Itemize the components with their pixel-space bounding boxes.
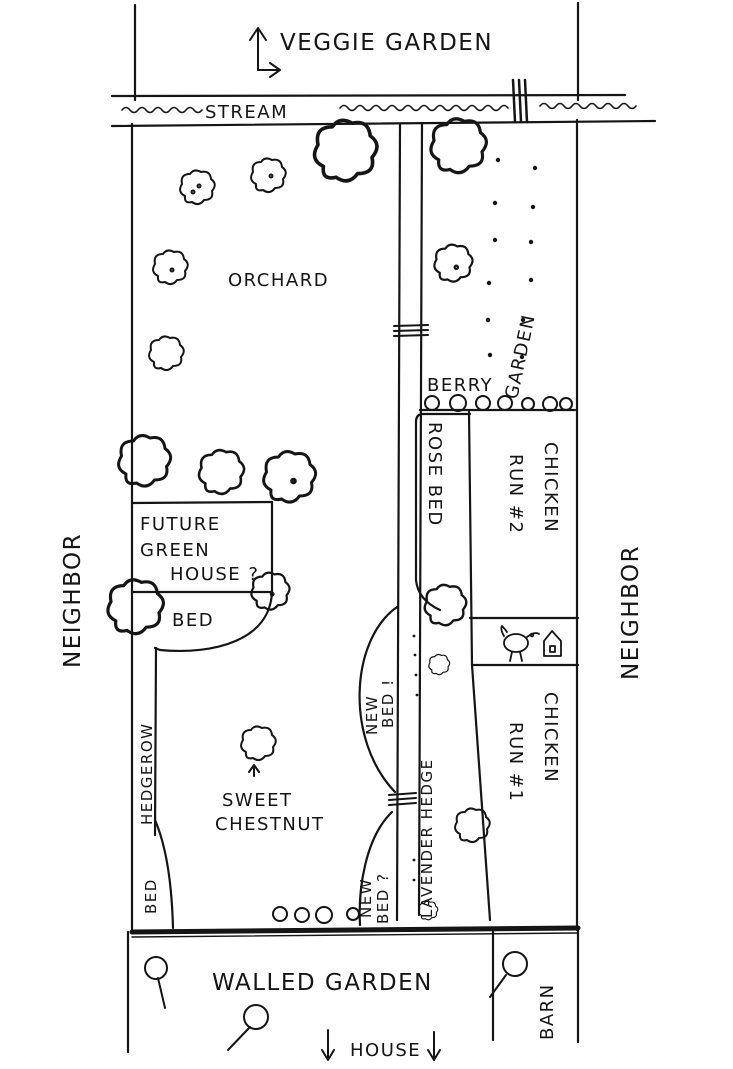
stream-wave xyxy=(339,104,509,112)
new-bed-upper-outline xyxy=(358,605,399,794)
house-label: HOUSE xyxy=(350,1040,421,1061)
walled-garden-label: WALLED GARDEN xyxy=(212,970,433,996)
bridge-plank xyxy=(523,78,529,124)
greenhouse-top xyxy=(130,500,274,505)
coop-scene xyxy=(500,625,562,662)
arrow-icon xyxy=(427,1031,441,1061)
tree-icon xyxy=(433,243,474,283)
tree-icon xyxy=(227,1004,269,1051)
chicken-run-2-label-line2: RUN #2 xyxy=(505,454,526,534)
shrub-icon xyxy=(346,907,360,921)
tree-icon xyxy=(429,117,488,175)
tree-icon xyxy=(240,725,277,762)
tree-icon xyxy=(106,578,165,636)
tree-icon xyxy=(152,249,189,286)
tree-icon xyxy=(423,583,468,627)
stream-lower-bank xyxy=(110,119,657,128)
lower-bed-curve xyxy=(153,818,175,930)
labels: VEGGIE GARDEN STREAM ORCHARD BERRY GARDE… xyxy=(60,30,644,1061)
future-greenhouse-label-line1: FUTURE xyxy=(140,514,221,535)
bridge-plank xyxy=(511,78,517,124)
orchard-label: ORCHARD xyxy=(228,270,329,291)
walled-garden-north-wall-inner xyxy=(131,932,579,938)
stream-wave xyxy=(539,102,637,110)
gate-icon xyxy=(393,324,429,337)
upper-bed-label: BED xyxy=(172,610,214,631)
stream-waves xyxy=(121,102,637,114)
arrow-icon xyxy=(249,27,281,78)
chicken-run-2-label-line1: CHICKEN xyxy=(540,442,561,533)
tree-icon xyxy=(262,450,318,504)
tree-icon xyxy=(312,118,379,183)
tree-icon xyxy=(179,169,216,206)
shrub-icon xyxy=(315,906,333,924)
berry-label: BERRY xyxy=(427,375,493,396)
shrub-icon xyxy=(559,397,573,411)
chicken-run-1-label-line2: RUN #1 xyxy=(505,722,526,802)
new-bed-upper-label-line2: BED ! xyxy=(379,678,397,728)
shrub-icon xyxy=(449,394,467,412)
arrows xyxy=(248,27,441,1061)
new-bed-lower-label-line2: BED ? xyxy=(374,872,392,924)
tree-icon xyxy=(117,434,173,488)
path-right-edge xyxy=(417,122,424,917)
lower-bed-label: BED xyxy=(142,878,160,914)
stream-upper-bank xyxy=(110,93,627,98)
planting-dots xyxy=(412,157,538,882)
tree-icon xyxy=(148,335,185,372)
veggie-garden-label: VEGGIE GARDEN xyxy=(280,30,493,56)
gate-icon xyxy=(388,792,417,806)
future-greenhouse-label-line2: GREEN xyxy=(140,540,210,561)
tree-icon xyxy=(197,448,246,496)
barn-label: BARN xyxy=(537,983,558,1040)
shrub-icon xyxy=(475,395,491,411)
new-bed-lower-label-line1: NEW xyxy=(357,878,375,918)
bridge-plank xyxy=(517,78,523,124)
berry-garden-dots xyxy=(485,157,538,360)
chicken-run-1-label-line1: CHICKEN xyxy=(540,692,561,783)
lavender-hedge-label: LAVENDER HEDGE xyxy=(418,758,436,918)
shrub-icon xyxy=(294,907,310,923)
shrub-icon xyxy=(497,395,513,411)
shrub-icon xyxy=(424,395,440,411)
shrub-icon xyxy=(542,396,558,412)
hedgerow-label: HEDGEROW xyxy=(138,723,156,825)
walled-garden-north-wall xyxy=(129,925,581,935)
sweet-chestnut-label-line1: SWEET xyxy=(222,790,292,811)
garden-label: GARDEN xyxy=(501,312,540,401)
shrub-icon xyxy=(521,397,535,411)
tree-icon xyxy=(454,807,491,844)
plan-lines xyxy=(110,1,657,1054)
chicken-icon xyxy=(500,625,540,662)
stream-label: STREAM xyxy=(205,102,288,123)
shrub-icon xyxy=(418,900,439,921)
stream-bridge xyxy=(511,78,529,124)
trees xyxy=(106,117,573,1051)
tree-icon xyxy=(250,571,291,611)
neighbor-left-label: NEIGHBOR xyxy=(60,533,86,668)
sweet-chestnut-label-line2: CHESTNUT xyxy=(215,814,325,835)
path-left-edge xyxy=(395,123,402,922)
hedgerow-right-line xyxy=(153,646,158,837)
rose-bed-label: ROSE BED xyxy=(424,422,445,527)
tree-icon xyxy=(489,951,528,998)
shrub-icon xyxy=(428,653,451,676)
stream-wave xyxy=(121,106,203,114)
new-bed-upper-label-line1: NEW xyxy=(363,695,381,735)
arrow-icon xyxy=(321,1029,335,1061)
shrub-icon xyxy=(272,906,288,922)
future-greenhouse-label-line3: HOUSE ? xyxy=(170,564,259,585)
path-gates xyxy=(388,324,429,806)
lavender-hedge-dots xyxy=(412,634,419,882)
tree-icon xyxy=(250,157,287,194)
coop-icon xyxy=(543,630,562,657)
arrow-icon xyxy=(248,764,260,777)
neighbor-right-label: NEIGHBOR xyxy=(618,545,644,680)
tree-icon xyxy=(144,956,168,1009)
